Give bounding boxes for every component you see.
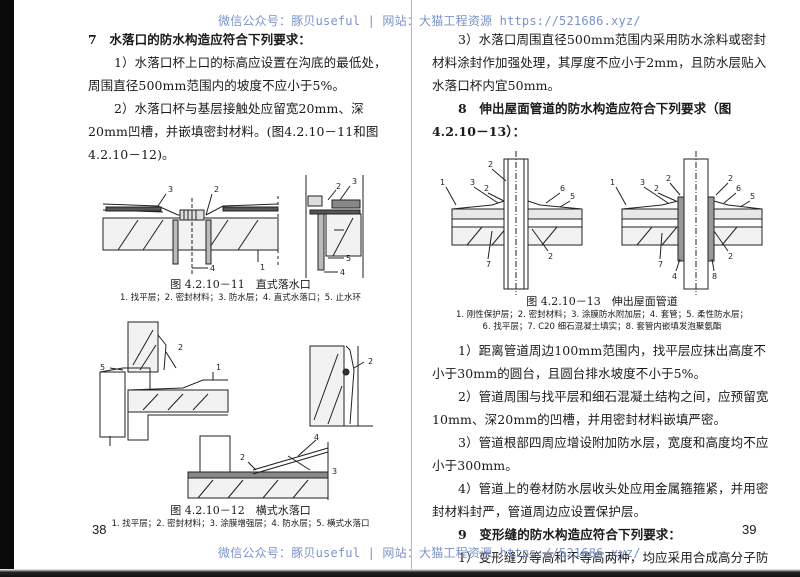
figure-12-legend: 1. 找平层；2. 密封材料；3. 涂膜增强层；4. 防水层；5. 横式水落口 <box>111 519 370 529</box>
label-2c: 2 <box>240 453 245 462</box>
page-number-left: 38 <box>92 522 107 537</box>
label-1: 1 <box>260 263 265 272</box>
scan-edge-left <box>0 0 14 577</box>
section-8-heading: 8 伸出屋面管道的防水构造应符合下列要求（图4.2.10－13）： <box>432 101 732 139</box>
label-5: 5 <box>346 254 351 263</box>
label-8: 8 <box>712 272 717 281</box>
label-2a: 2 <box>484 184 489 193</box>
figure-13-caption: 图 4.2.10－13 伸出屋面管道 <box>526 295 678 308</box>
item-8-2: 2）管道周围与找平层和细石混凝土结构之间，应预留宽10mm、深20mm的凹槽，并… <box>432 389 769 427</box>
label-3b: 3 <box>352 177 357 186</box>
item-8-4: 4）管道上的卷材防水层收头处应用金属箍箍紧，并用密封材料封严，管道周边应设置保护… <box>432 481 769 519</box>
figure-4-2-10-13: 1 3 2 2 6 5 2 7 1 3 2 2 2 6 5 2 7 4 8 图 <box>432 147 772 333</box>
label-2b: 2 <box>488 160 493 169</box>
label-2b: 2 <box>336 182 341 191</box>
label-6r: 6 <box>736 184 741 193</box>
label-1: 1 <box>440 178 445 187</box>
figure-11-caption: 图 4.2.10－11 直式落水口 <box>170 278 311 291</box>
label-3: 3 <box>332 467 337 476</box>
watermark-bottom: 微信公众号：豚贝useful | 网站：大猫工程资源 https://52168… <box>218 546 641 560</box>
label-6: 6 <box>560 184 565 193</box>
horizontal-drain-diagram: 2 1 5 2 2 4 3 <box>99 321 373 500</box>
label-5: 5 <box>100 363 105 372</box>
item-8-1: 1）距离管道周边100mm范围内，找平层应抹出高度不小于30mm的圆台，且圆台排… <box>432 343 767 381</box>
figure-4-2-10-12: 2 1 5 2 2 4 3 图 4.2.10－12 横式水落口 1. 找平层；2… <box>88 310 393 530</box>
label-2: 2 <box>214 185 219 194</box>
label-3: 3 <box>470 178 475 187</box>
figure-13-legend-line2: 6. 找平层；7. C20 细石混凝土填实；8. 套管内嵌填发泡聚氨酯 <box>482 322 722 332</box>
figure-4-2-10-11: 3 2 4 1 2 3 5 4 图 4.2.10－11 直式落水口 1. 找平层… <box>88 170 393 304</box>
scan-edge-bottom <box>0 569 800 577</box>
label-3: 3 <box>168 185 173 194</box>
pipe-penetration-diagram: 1 3 2 2 6 5 2 7 1 3 2 2 2 6 5 2 7 4 8 <box>440 151 763 295</box>
section-9-heading: 9 变形缝的防水构造应符合下列要求： <box>458 527 681 542</box>
item-7-1: 1）水落口杯上口的标高应设置在沟底的最低处，周围直径500mm范围内的坡度不应小… <box>88 55 387 93</box>
label-4: 4 <box>314 433 319 442</box>
book-spine <box>411 0 412 577</box>
page-number-right: 39 <box>742 522 757 537</box>
label-2b: 2 <box>368 357 373 366</box>
label-2r: 2 <box>654 184 659 193</box>
right-page: 3）水落口周围直径500mm范围内采用防水涂料或密封材料涂封作加强处理，其厚度不… <box>432 28 772 577</box>
label-2r3: 2 <box>728 174 733 183</box>
figure-11-legend: 1. 找平层；2. 密封材料；3. 防水层；4. 直式水落口；5. 止水环 <box>119 293 362 303</box>
label-4: 4 <box>672 272 677 281</box>
label-2r4: 2 <box>728 252 733 261</box>
label-2: 2 <box>178 343 183 352</box>
figure-12-caption: 图 4.2.10－12 横式水落口 <box>170 504 311 517</box>
vertical-drain-diagram: 3 2 4 1 2 3 5 4 <box>102 175 364 278</box>
label-4b: 4 <box>340 268 345 277</box>
label-5r: 5 <box>750 192 755 201</box>
label-5: 5 <box>570 192 575 201</box>
label-7: 7 <box>486 260 491 269</box>
label-3r: 3 <box>640 178 645 187</box>
item-7-3: 3）水落口周围直径500mm范围内采用防水涂料或密封材料涂封作加强处理，其厚度不… <box>432 32 767 93</box>
label-1: 1 <box>216 363 221 372</box>
section-7-heading: 7 水落口的防水构造应符合下列要求： <box>88 32 311 47</box>
label-7r: 7 <box>658 260 663 269</box>
label-2r2: 2 <box>666 174 671 183</box>
item-8-3: 3）管道根部四周应增设附加防水层，宽度和高度均不应小于300mm。 <box>432 435 769 473</box>
label-1r: 1 <box>610 178 615 187</box>
item-7-2: 2）水落口杯与基层接触处应留宽20mm、深20mm凹槽，并嵌填密封材料。(图4.… <box>88 101 379 162</box>
label-2c: 2 <box>548 252 553 261</box>
left-page: 7 水落口的防水构造应符合下列要求： 1）水落口杯上口的标高应设置在沟底的最低处… <box>88 28 393 530</box>
label-4: 4 <box>210 264 215 273</box>
watermark-top: 微信公众号：豚贝useful | 网站：大猫工程资源 https://52168… <box>218 14 641 28</box>
figure-13-legend-line1: 1. 刚性保护层；2. 密封材料；3. 涂膜防水附加层；4. 套管；5. 柔性防… <box>455 310 749 320</box>
